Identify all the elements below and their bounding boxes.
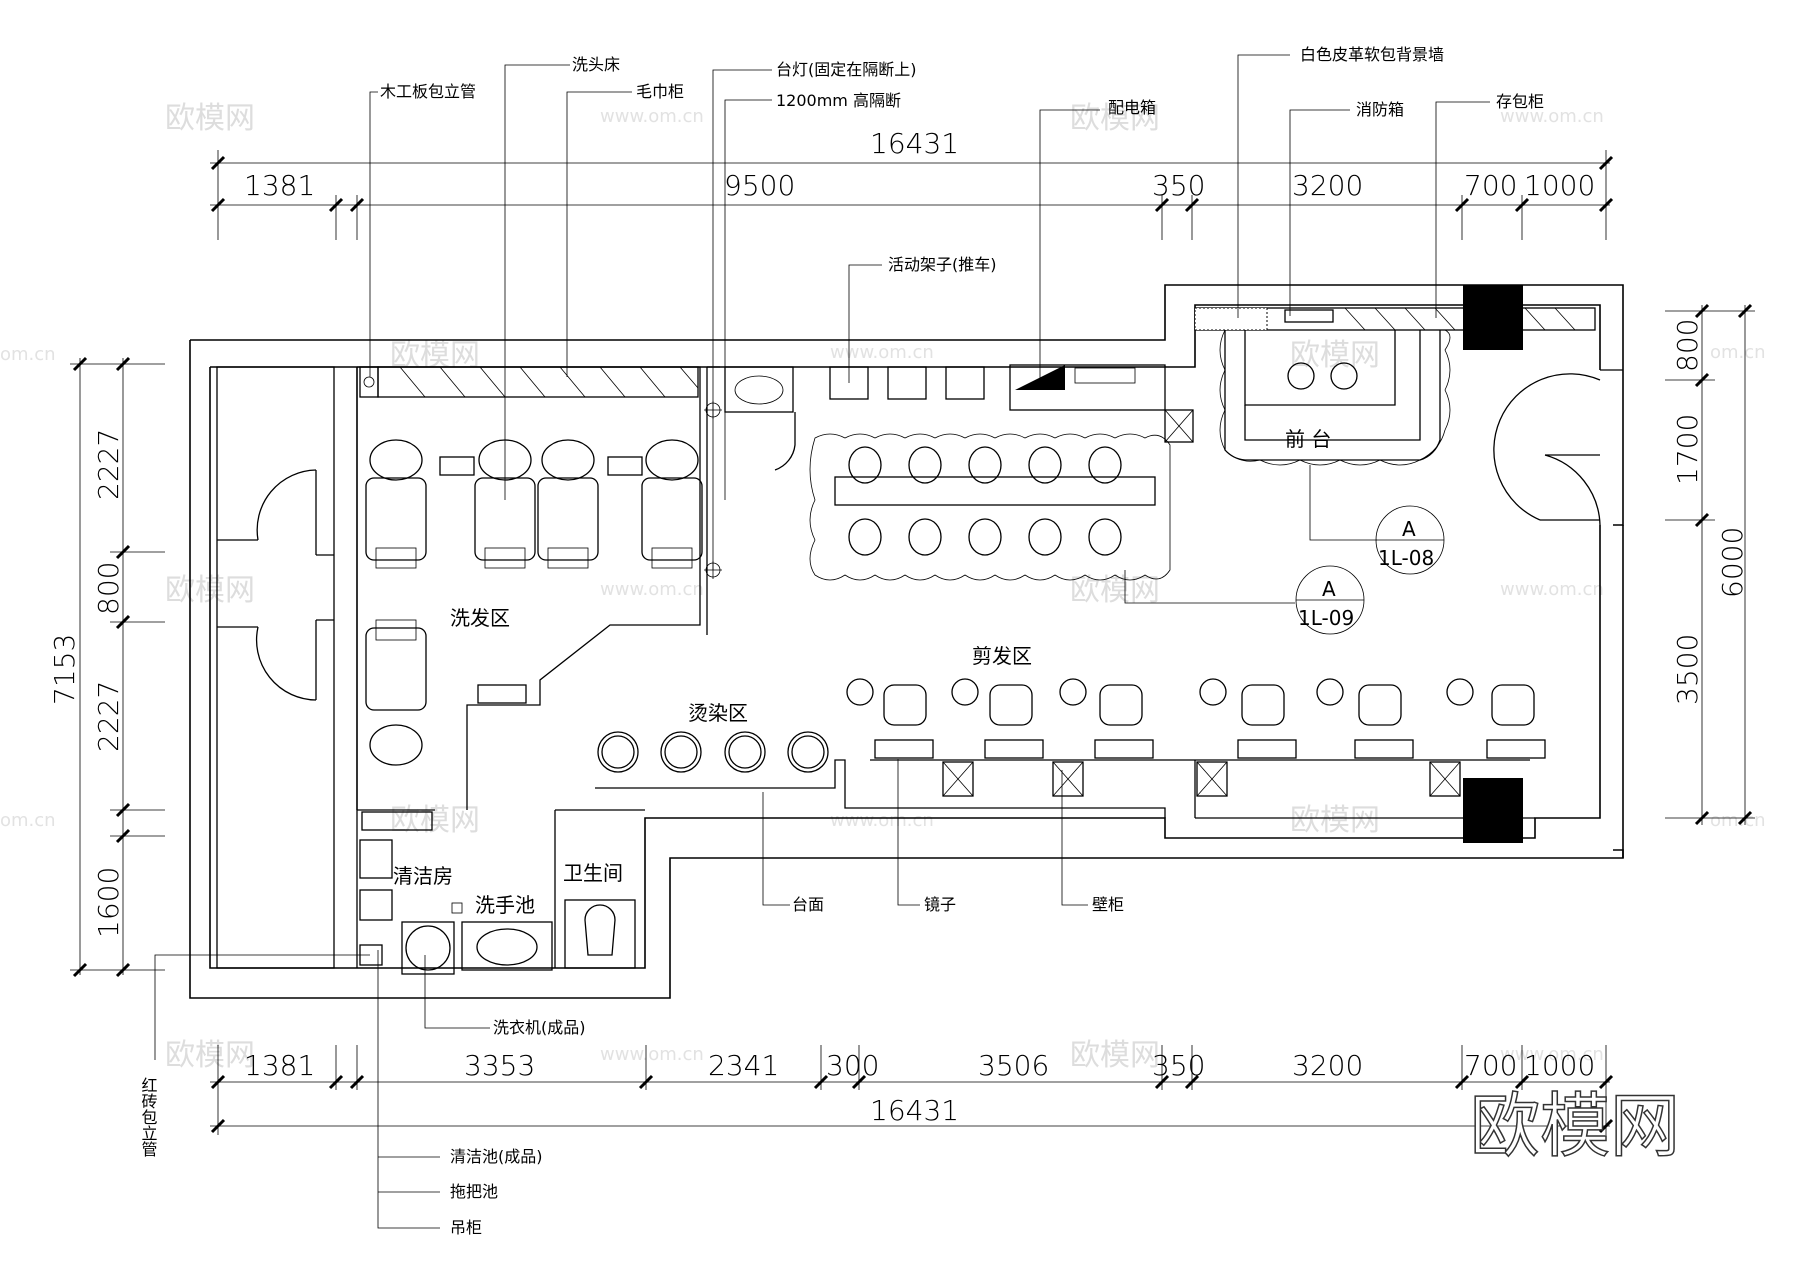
dim-right-total: 6000 <box>1716 527 1749 598</box>
dim-top-6: 1000 <box>1524 169 1595 202</box>
watermark-url-short: om.cn <box>1710 810 1766 831</box>
watermark-url-short: om.cn <box>1710 342 1766 363</box>
walls <box>189 284 1624 999</box>
shampoo-bed <box>641 439 703 569</box>
room-hand-basin: 洗手池 <box>475 893 535 917</box>
dim-bottom-3: 2341 <box>708 1049 779 1082</box>
watermark-logo: 欧模网 <box>1070 573 1160 608</box>
room-labels: 洗发区 剪发区 烫染区 清洁房 洗手池 卫生间 前 台 <box>393 427 1331 917</box>
bottom-dimension-chain: 1381 3353 2341 300 3506 350 3200 700 100… <box>210 1045 1614 1135</box>
watermark-logo: 欧模网 <box>165 101 255 136</box>
label-elec-box: 配电箱 <box>1108 98 1156 117</box>
dim-right-2: 1700 <box>1671 414 1704 485</box>
label-washer: 洗衣机(成品) <box>493 1018 586 1037</box>
watermark-logo: 欧模网 <box>1070 101 1160 136</box>
label-brick-pipe: 红砖包立管 <box>139 1077 158 1157</box>
watermark-url: www.om.cn <box>1500 106 1604 127</box>
label-mop-sink: 拖把池 <box>450 1182 498 1201</box>
label-fire-box: 消防箱 <box>1356 100 1404 119</box>
utility-fixtures <box>359 811 636 975</box>
room-wash-area: 洗发区 <box>450 606 510 630</box>
label-wash-bed: 洗头床 <box>572 55 620 74</box>
cut-chairs <box>846 678 1546 759</box>
watermark-big: 欧模网 <box>1470 1085 1680 1167</box>
label-counter: 台面 <box>792 895 824 914</box>
dim-left-2: 800 <box>92 562 125 615</box>
watermark-logo: 欧模网 <box>1290 803 1380 838</box>
callout-2-ref: 1L-09 <box>1298 606 1354 630</box>
watermark-url: www.om.cn <box>600 1044 704 1065</box>
room-toilet: 卫生间 <box>563 861 623 885</box>
leather-wall <box>1194 307 1596 461</box>
dim-bottom-9: 1000 <box>1524 1049 1595 1082</box>
watermark-url: www.om.cn <box>830 810 934 831</box>
dim-top-total: 16431 <box>870 127 959 160</box>
dim-left-4: 1600 <box>92 867 125 938</box>
watermark-url-short: om.cn <box>0 344 56 365</box>
left-dimension-chain: 7153 2227 800 2227 1600 <box>48 356 165 978</box>
watermark-url: www.om.cn <box>1500 1044 1604 1065</box>
dim-bottom-6: 350 <box>1152 1049 1205 1082</box>
label-clean-sink: 清洁池(成品) <box>450 1147 543 1166</box>
right-dimension-chain: 800 1700 3500 6000 <box>1665 303 1755 826</box>
annotations: 木工板包立管 洗头床 毛巾柜 台灯(固定在隔断上) 1200mm 高隔断 配电箱… <box>139 45 1545 1237</box>
dim-bottom-total: 16431 <box>870 1094 959 1127</box>
label-partition: 1200mm 高隔断 <box>776 91 901 110</box>
dim-top-3: 350 <box>1152 169 1205 202</box>
dim-bottom-4: 300 <box>826 1049 879 1082</box>
watermark-layer: 欧模网 www.om.cn 欧模网 www.om.cn om.cn 欧模网 ww… <box>0 101 1766 1073</box>
dim-top-1: 1381 <box>244 169 315 202</box>
dim-bottom-7: 3200 <box>1292 1049 1363 1082</box>
watermark-logo: 欧模网 <box>1290 338 1380 373</box>
label-locker: 存包柜 <box>1496 92 1544 111</box>
dim-right-1: 800 <box>1671 319 1704 372</box>
perm-chairs <box>597 731 829 773</box>
column-bottom <box>1463 778 1523 843</box>
watermark-url: www.om.cn <box>600 106 704 127</box>
watermark-logo: 欧模网 <box>390 803 480 838</box>
room-cut-area: 剪发区 <box>972 644 1032 668</box>
dim-top-2: 9500 <box>724 169 795 202</box>
watermark-url: www.om.cn <box>830 342 934 363</box>
towel-cabinet <box>359 366 699 398</box>
label-towel-cabinet: 毛巾柜 <box>636 82 684 101</box>
watermark-url: www.om.cn <box>600 579 704 600</box>
top-dimension-chain: 16431 1381 9500 350 3200 700 1000 <box>210 127 1614 240</box>
dim-top-4: 3200 <box>1292 169 1363 202</box>
callout-1-letter: A <box>1402 517 1416 541</box>
shampoo-beds <box>365 439 703 766</box>
dim-bottom-2: 3353 <box>464 1049 535 1082</box>
label-desk-lamp: 台灯(固定在隔断上) <box>776 60 917 79</box>
label-mirror: 镜子 <box>924 895 956 914</box>
dim-bottom-5: 3506 <box>978 1049 1049 1082</box>
label-leather-wall: 白色皮革软包背景墙 <box>1300 45 1444 64</box>
label-wood-pipe: 木工板包立管 <box>380 82 476 101</box>
watermark-url-short: om.cn <box>0 810 56 831</box>
label-trolley: 活动架子(推车) <box>888 255 997 274</box>
shampoo-bed <box>365 619 427 766</box>
room-reception: 前 台 <box>1285 427 1331 451</box>
watermark-url: www.om.cn <box>1500 579 1604 600</box>
watermark-logo: 欧模网 <box>1070 1038 1160 1073</box>
dim-bottom-1: 1381 <box>244 1049 315 1082</box>
dim-left-3: 2227 <box>92 681 125 752</box>
callout-2-letter: A <box>1322 577 1336 601</box>
dim-left-1: 2227 <box>92 429 125 500</box>
shampoo-bed <box>537 439 599 569</box>
dim-top-5: 700 <box>1464 169 1517 202</box>
watermark-logo: 欧模网 <box>165 1038 255 1073</box>
dim-bottom-8: 700 <box>1464 1049 1517 1082</box>
column-top <box>1463 285 1523 350</box>
label-hang-cabinet: 吊柜 <box>450 1218 482 1237</box>
center-table <box>809 329 1451 581</box>
shampoo-bed <box>365 439 427 569</box>
label-wall-cabinet: 壁柜 <box>1092 895 1124 914</box>
room-perm-area: 烫染区 <box>688 701 748 725</box>
callout-1-ref: 1L-08 <box>1378 546 1434 570</box>
dim-left-total: 7153 <box>48 634 81 705</box>
dim-right-3: 3500 <box>1671 634 1704 705</box>
room-cleaning: 清洁房 <box>393 864 453 888</box>
